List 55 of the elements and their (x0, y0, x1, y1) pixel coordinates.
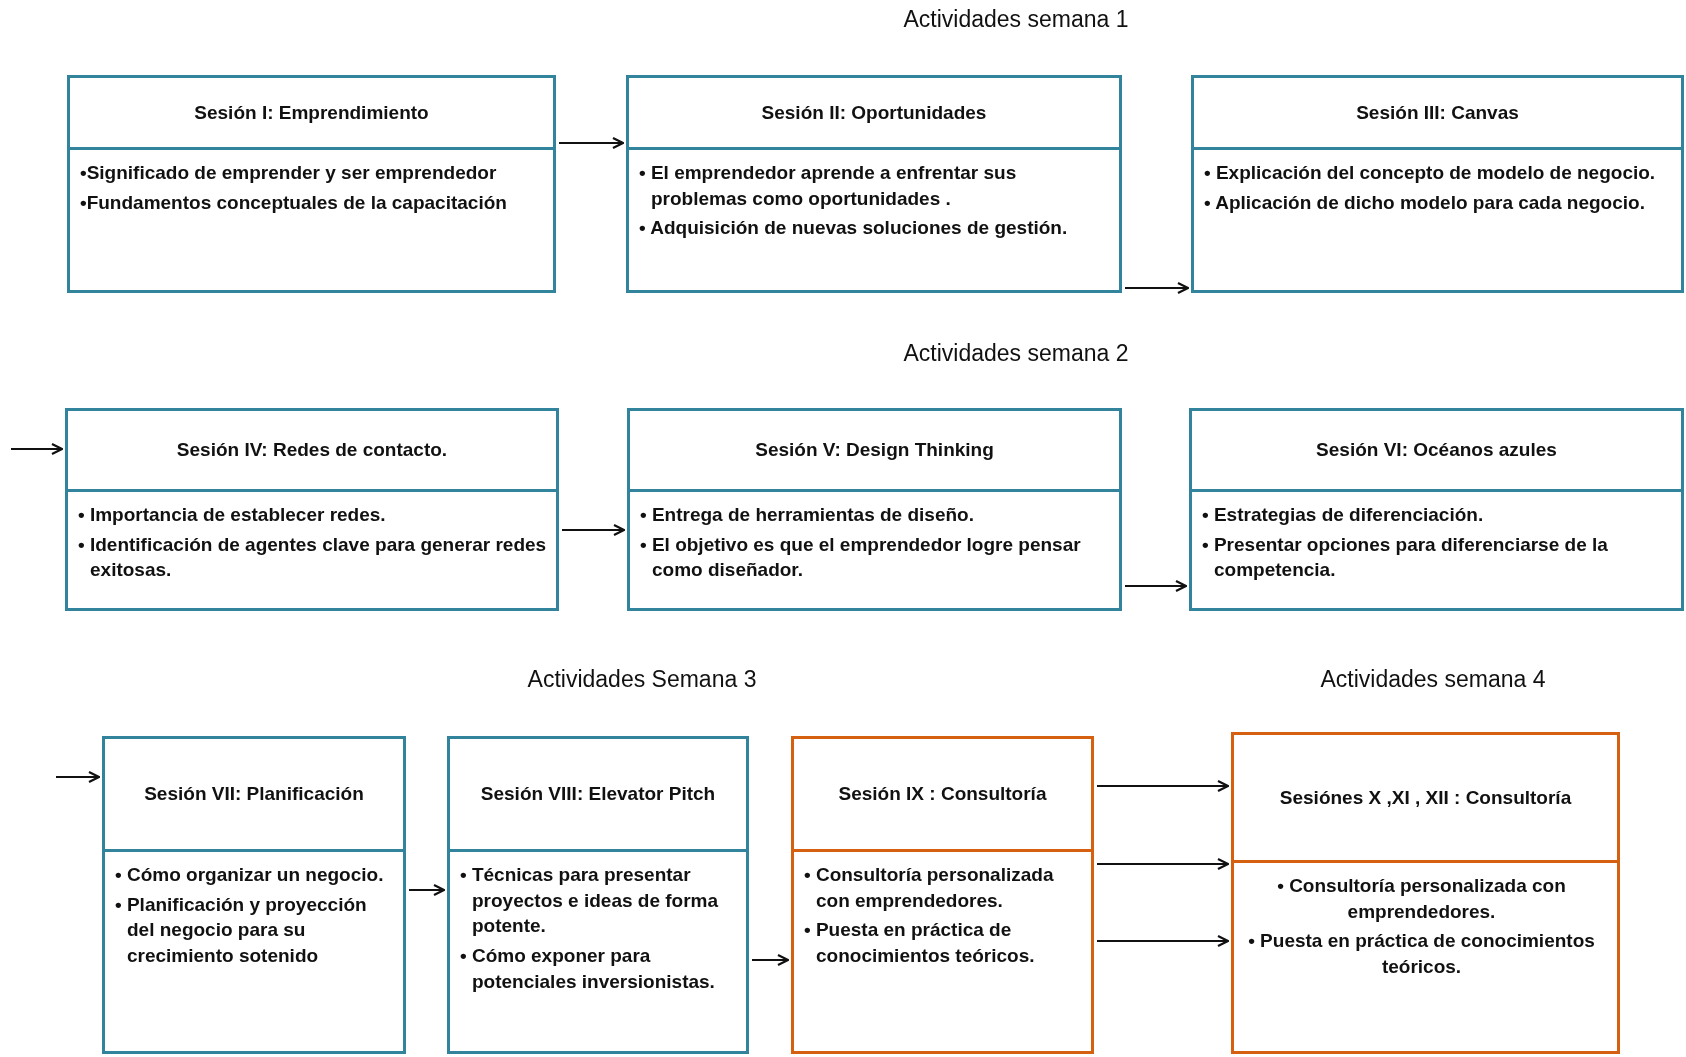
bullet-item: • Adquisición de nuevas soluciones de gestión. (638, 216, 1069, 241)
session-box (102, 736, 406, 1054)
arrow (1097, 934, 1230, 948)
session-box (627, 408, 1122, 611)
session-heading: Sesiónes X ,XI , XII : Consultoría (1234, 735, 1617, 863)
session-box (65, 408, 559, 611)
bullet-item: • Aplicación de dicho modelo para cada negocio. (1203, 190, 1646, 215)
bullet-item: • Planificación y proyección del negocio para su crecimiento sotenido (114, 892, 368, 968)
bullet-item: • Cómo organizar un negocio. (114, 863, 385, 887)
bullet-item: • Entrega de herramientas de diseño. (639, 503, 975, 527)
bullet-item: • Estrategias de diferenciación. (1201, 503, 1485, 527)
arrow (562, 523, 626, 537)
session-heading: Sesión IX : Consultoría (794, 739, 1091, 852)
bullet-item: • El objetivo es que el emprendedor logre pensar como diseñador. (639, 532, 1082, 583)
session-heading: Sesión VI: Océanos azules (1192, 411, 1681, 492)
bullet-item: • Identificación de agentes clave para generar redes exitosas. (77, 532, 548, 583)
arrow (752, 953, 790, 967)
arrow (1125, 281, 1190, 295)
session-heading: Sesión I: Emprendimiento (70, 78, 553, 150)
session-box (67, 75, 556, 293)
bullet-item: • Técnicas para presentar proyectos e ideas de forma potente. (459, 863, 720, 939)
session-heading: Sesión VIII: Elevator Pitch (450, 739, 746, 852)
bullet-item: •Fundamentos conceptuales de la capacitación (79, 190, 508, 215)
session-heading: Sesión III: Canvas (1194, 78, 1681, 150)
bullet-item: • Consultoría personalizada con emprendedores. (1276, 874, 1567, 924)
arrow (11, 442, 64, 456)
bullet-item: • Puesta en práctica de conocimientos teóricos. (1247, 929, 1596, 979)
session-heading: Sesión II: Oportunidades (629, 78, 1119, 150)
session-box (447, 736, 749, 1054)
session-heading: Sesión V: Design Thinking (630, 411, 1119, 492)
session-box (1231, 732, 1620, 1054)
session-box (1189, 408, 1684, 611)
session-heading: Sesión VII: Planificación (105, 739, 403, 852)
bullet-item: •Significado de emprender y ser emprendedor (79, 161, 498, 185)
bullet-item: • Explicación del concepto de modelo de negocio. (1203, 161, 1657, 185)
bullet-item: • El emprendedor aprende a enfrentar sus problemas como oportunidades . (638, 161, 1018, 211)
session-box (1191, 75, 1684, 293)
arrow (1097, 857, 1230, 871)
session-heading: Sesión IV: Redes de contacto. (68, 411, 556, 492)
arrow (559, 136, 625, 150)
bullet-item: • Presentar opciones para diferenciarse de la competencia. (1201, 532, 1609, 583)
bullet-item: • Puesta en práctica de conocimientos teóricos. (803, 918, 1036, 968)
arrow (56, 770, 101, 784)
arrow (1125, 579, 1188, 593)
week-title: Actividades semana 1 (903, 6, 1129, 33)
week-title: Actividades Semana 3 (527, 666, 757, 693)
arrow (409, 883, 446, 897)
bullet-item: • Importancia de establecer redes. (77, 503, 387, 527)
session-box (626, 75, 1122, 293)
bullet-item: • Consultoría personalizada con emprendedores. (803, 863, 1055, 913)
arrow (1097, 779, 1230, 793)
week-title: Actividades semana 4 (1320, 666, 1546, 693)
session-box (791, 736, 1094, 1054)
bullet-item: • Cómo exponer para potenciales inversionistas. (459, 943, 716, 994)
week-title: Actividades semana 2 (903, 340, 1129, 367)
